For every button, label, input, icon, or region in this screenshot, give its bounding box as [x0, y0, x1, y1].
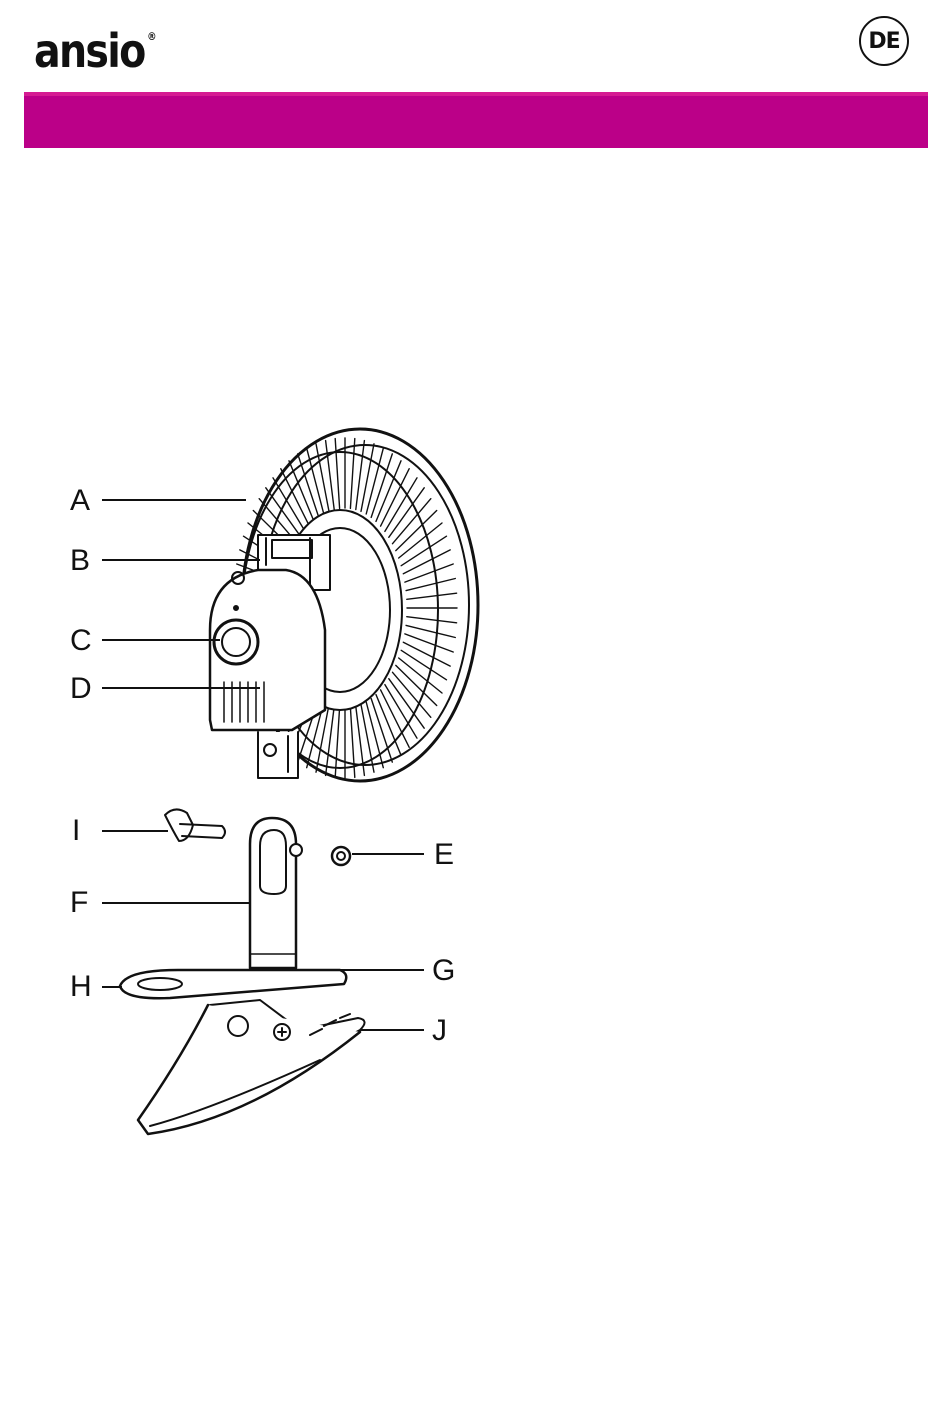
grille-spoke	[350, 439, 354, 509]
callout-j: J	[432, 1016, 447, 1046]
language-badge: DE	[859, 16, 909, 66]
grille-spoke	[407, 593, 457, 599]
grille-spoke	[335, 708, 339, 778]
grille-spoke	[406, 625, 455, 637]
callout-d: D	[70, 674, 92, 704]
callout-i: I	[72, 816, 80, 846]
grille-spoke	[405, 564, 453, 582]
callout-b: B	[70, 546, 90, 576]
language-code: DE	[868, 29, 899, 54]
callout-a: A	[70, 486, 90, 516]
registered-mark: ®	[147, 30, 156, 43]
grille-spoke	[407, 617, 457, 623]
grille-spoke	[403, 642, 450, 666]
grille-spoke	[403, 550, 450, 574]
callout-e: E	[434, 840, 454, 870]
callout-g: G	[432, 956, 455, 986]
callout-c: C	[70, 626, 92, 656]
brand-name: ansio	[34, 24, 145, 78]
title-band	[24, 92, 928, 148]
fan-diagram: A B C D I E F G H J	[60, 420, 500, 1160]
callout-f: F	[70, 888, 88, 918]
clip-fan-diagram-icon	[60, 420, 500, 1160]
callout-h: H	[70, 972, 92, 1002]
brand-logo: ansio®	[34, 24, 157, 78]
grille-spoke	[406, 579, 455, 591]
grille-spoke	[405, 634, 453, 652]
